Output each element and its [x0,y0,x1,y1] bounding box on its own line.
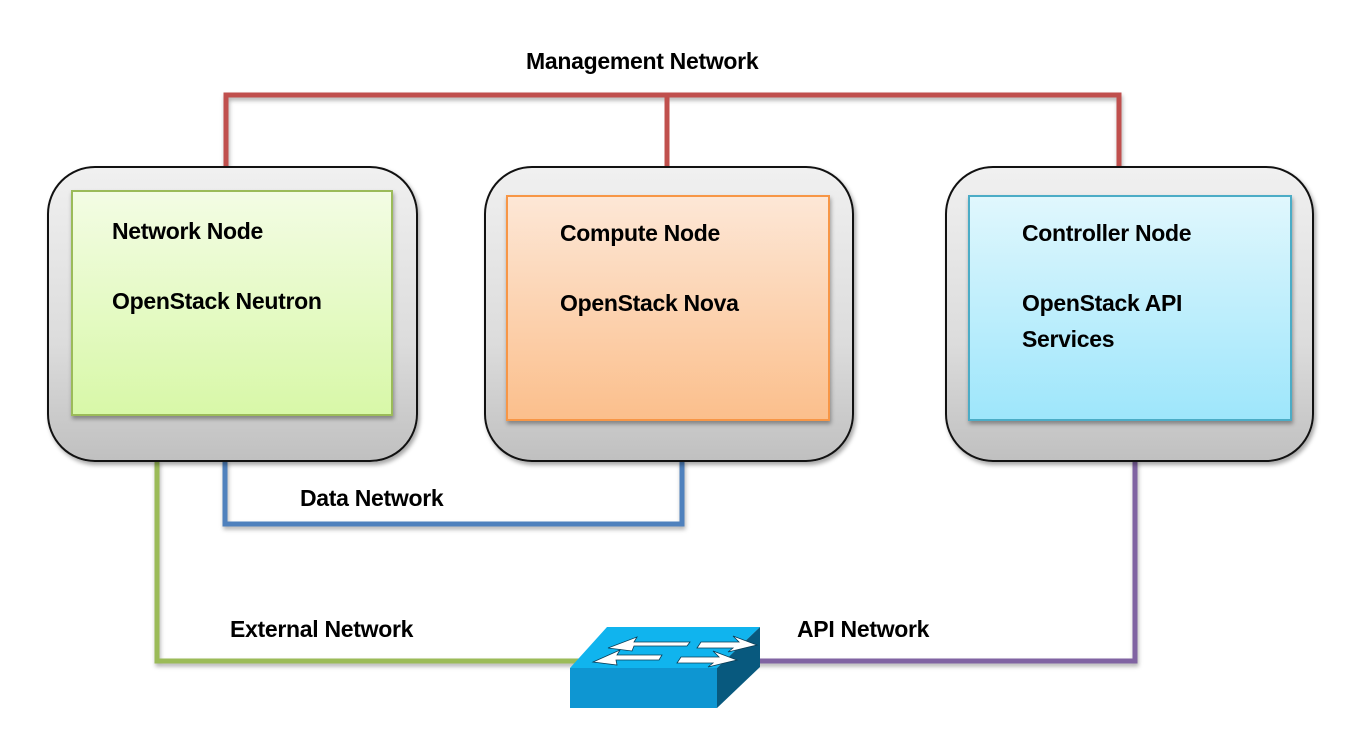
network-node: Network Node OpenStack Neutron [47,166,418,462]
compute-node-title: Compute Node [560,220,720,246]
controller-node-service-line2: Services [1022,326,1115,352]
switch-front-face [570,668,717,708]
network-switch-icon [570,627,760,708]
compute-node-panel: Compute Node OpenStack Nova [506,195,830,421]
network-node-service: OpenStack Neutron [112,288,322,314]
data-network-label: Data Network [300,485,444,511]
controller-node-title: Controller Node [1022,220,1192,246]
controller-node: Controller Node OpenStack API Services [945,166,1314,462]
compute-node: Compute Node OpenStack Nova [484,166,854,462]
management-network-line [223,92,1122,168]
api-network-label: API Network [797,616,930,642]
api-network-line [745,460,1138,664]
switch-arrows-icon [591,635,759,668]
external-network-line [154,460,590,664]
management-network-label: Management Network [526,48,759,74]
controller-node-service: OpenStack API [1022,290,1183,316]
data-network-line [222,460,685,527]
network-node-panel: Network Node OpenStack Neutron [71,190,393,416]
network-node-title: Network Node [112,218,264,244]
controller-node-panel: Controller Node OpenStack API Services [968,195,1292,421]
external-network-label: External Network [230,616,414,642]
compute-node-service: OpenStack Nova [560,290,739,316]
